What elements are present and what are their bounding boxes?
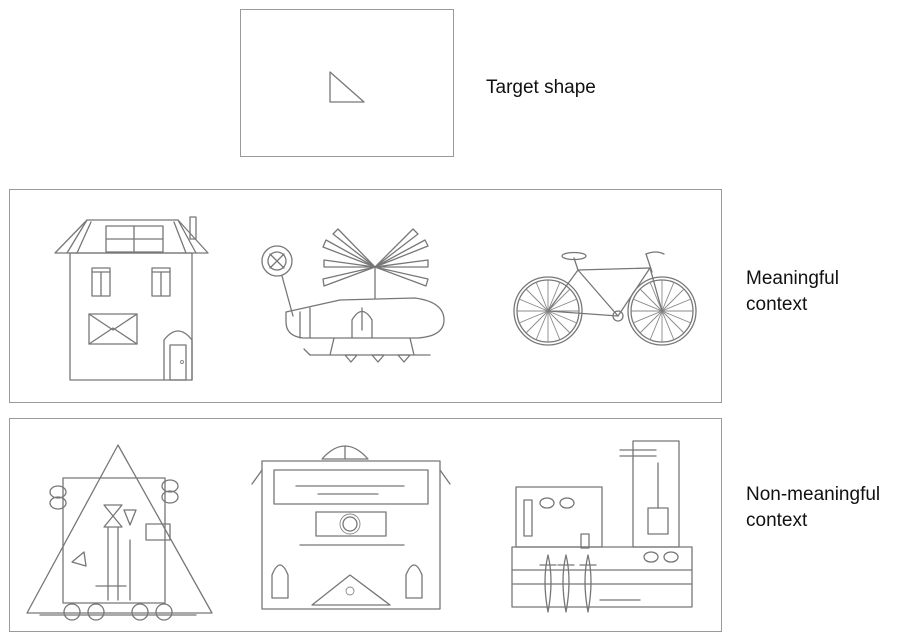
abstract-figure-machine <box>0 0 910 629</box>
